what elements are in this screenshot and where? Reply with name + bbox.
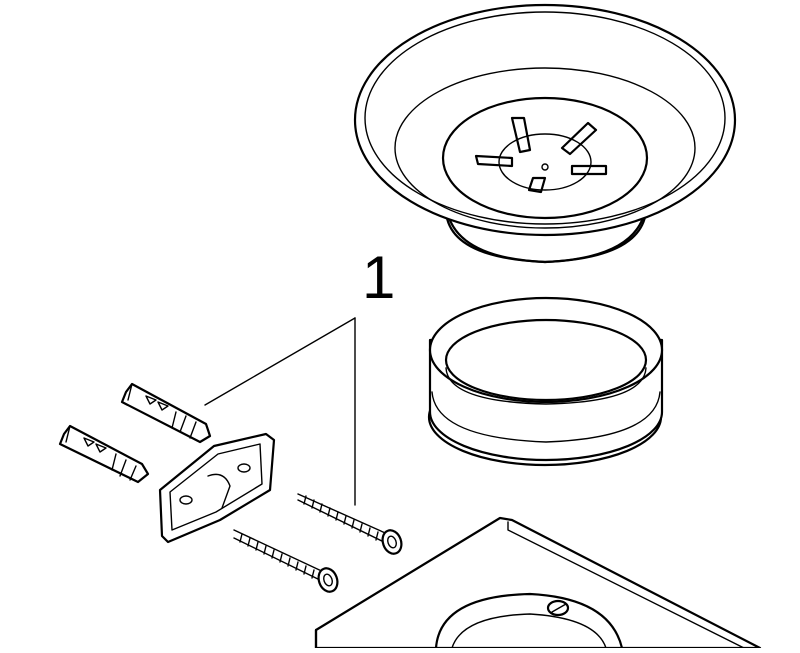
mounting-bracket (158, 432, 276, 544)
retaining-ring (427, 296, 664, 467)
soap-dish (353, 3, 737, 264)
screw (297, 493, 403, 555)
wall-plug (120, 382, 212, 444)
callout-number: 1 (362, 244, 396, 311)
screw (233, 529, 339, 593)
callout-leaders (204, 317, 356, 506)
wall-holder (314, 516, 762, 653)
wall-plug (58, 424, 150, 484)
drain-ribs (474, 116, 608, 194)
